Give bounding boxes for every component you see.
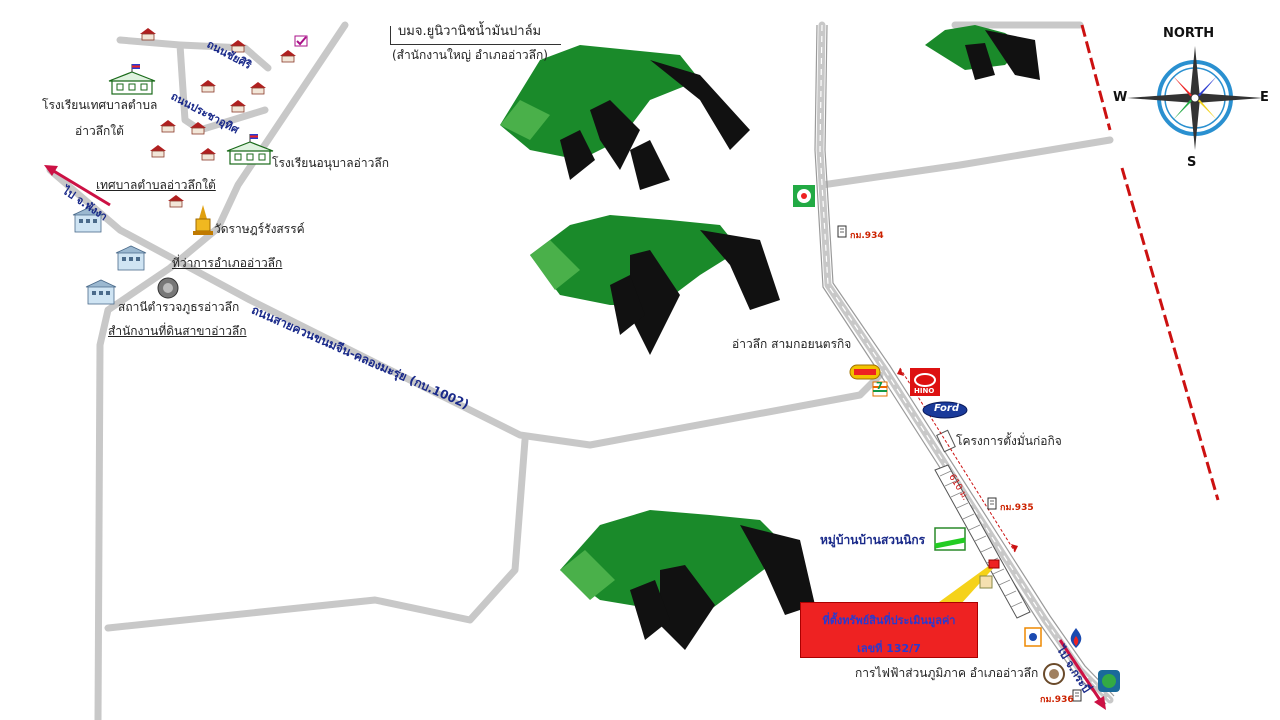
project-label[interactable]: โครงการตั้งมั่นก่อกิจ: [956, 434, 1062, 448]
arrow-to-krabi-icon: [1058, 639, 1106, 710]
temple-icon[interactable]: [193, 205, 213, 235]
school-municipal-label-2: อ่าวลึกใต้: [75, 124, 124, 138]
company-label[interactable]: บมจ.ยูนิวานิชน้ำมันปาล์ม: [398, 24, 542, 39]
km-post-icon: [987, 497, 997, 510]
property-line-2: เลขที่ 132/7: [857, 642, 921, 655]
school-municipal-label[interactable]: โรงเรียนเทศบาลตำบล: [42, 98, 158, 112]
ford-text: Ford: [934, 403, 960, 414]
seven-eleven-icon[interactable]: [872, 381, 888, 397]
forest-mountain-2: [530, 215, 780, 355]
electricity-seal-icon[interactable]: [1043, 663, 1065, 685]
distance-line: [897, 367, 1018, 553]
school-icon[interactable]: [108, 63, 156, 95]
bangchak-logo-icon[interactable]: [1098, 670, 1120, 692]
compass-north-label: NORTH: [1163, 26, 1215, 41]
ford-logo-icon[interactable]: [922, 401, 968, 419]
building-icon[interactable]: [85, 279, 117, 305]
electricity-label[interactable]: การไฟฟ้าส่วนภูมิภาค อำเภออ่าวลึก: [855, 666, 1039, 680]
seven-eleven-text: 7: [876, 381, 883, 392]
hino-text: HINO: [914, 387, 935, 395]
property-marker[interactable]: [935, 559, 1000, 605]
municipality-label[interactable]: เทศบาลตำบลอ่าวลึกใต้: [96, 178, 216, 192]
kindergarten-label[interactable]: โรงเรียนอนุบาลอ่าวลึก: [272, 156, 389, 170]
forest-mountain-4: [925, 25, 1040, 80]
police-seal-icon[interactable]: [157, 277, 179, 299]
km-post-icon: [837, 225, 847, 238]
compass-south-label: S: [1187, 155, 1197, 170]
forest-mountain-3: [560, 510, 815, 650]
hino-logo-icon[interactable]: [910, 368, 940, 396]
gas-station-icon[interactable]: [793, 185, 815, 207]
railway-line: [1080, 24, 1220, 501]
property-line-1: ที่ตั้งทรัพย์สินที่ประเมินมูลค่า: [822, 614, 956, 627]
village-label[interactable]: หมู่บ้านบ้านสวนนิกร: [820, 533, 926, 547]
police-label[interactable]: สถานีตำรวจภูธรอ่าวลึก: [118, 300, 240, 314]
building-icon[interactable]: [115, 245, 147, 271]
land-office-label[interactable]: สำนักงานที่ดินสาขาอ่าวลึก: [108, 324, 247, 338]
company-frame: [390, 26, 561, 45]
km-936-label: กม.936: [1040, 695, 1074, 705]
ptt-logo-icon[interactable]: [1070, 628, 1082, 648]
company-icon[interactable]: [294, 35, 308, 47]
km-934-label: กม.934: [850, 231, 884, 241]
compass-rose-icon: [1127, 46, 1263, 150]
compass-east-label: E: [1260, 90, 1269, 105]
km-935-label: กม.935: [1000, 503, 1034, 513]
property-photo-icon[interactable]: [979, 575, 993, 589]
forest-mountain-1: [500, 45, 750, 190]
district-office-label[interactable]: ที่ว่าการอำเภออ่าวลึก: [172, 256, 283, 270]
compass-west-label: W: [1113, 90, 1128, 105]
village-icon[interactable]: [934, 527, 966, 551]
petrol-logo-icon[interactable]: [1024, 627, 1042, 647]
temple-label[interactable]: วัดราษฎร์รังสรรค์: [214, 222, 305, 236]
arrow-to-phangnga-icon: [44, 165, 111, 207]
shell-station-icon[interactable]: [849, 364, 881, 380]
property-info-box[interactable]: ที่ตั้งทรัพย์สินที่ประเมินมูลค่า เลขที่ …: [800, 602, 978, 658]
company-sub-label: (สำนักงานใหญ่ อำเภออ่าวลึก): [392, 48, 548, 62]
samkong-label[interactable]: อ่าวลึก สามกอยนตรกิจ: [732, 337, 852, 351]
